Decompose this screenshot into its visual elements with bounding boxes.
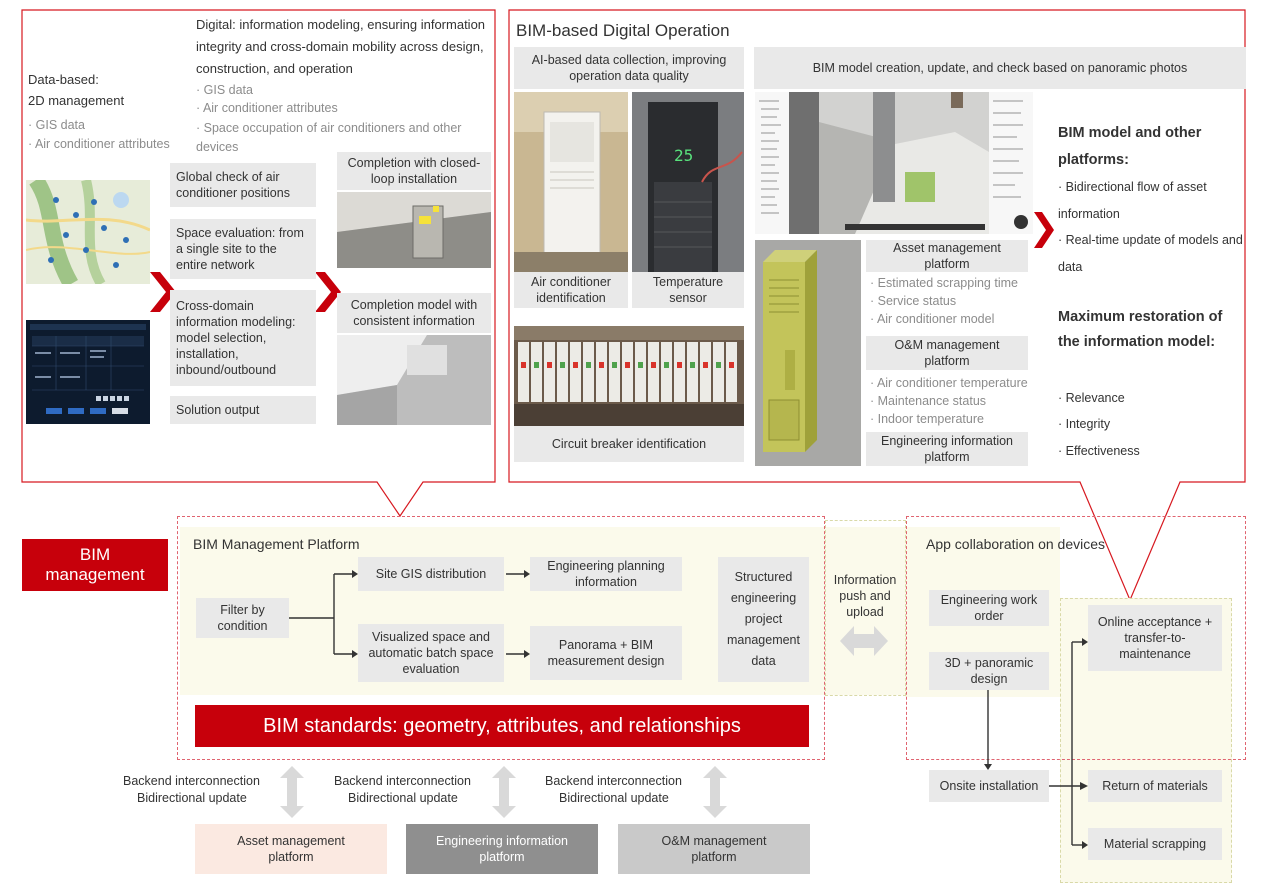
dark-table-image xyxy=(26,320,150,424)
temperature-readout: 25 xyxy=(674,146,694,165)
backend-label-3b: Bidirectional update xyxy=(559,791,669,805)
ai-data-collection-box: AI-based data collection, improving oper… xyxy=(514,47,744,89)
step-global-check: Global check of air conditioner position… xyxy=(170,163,316,207)
asset-management-platform: Asset management platform xyxy=(195,824,387,874)
bim-standards-bar: BIM standards: geometry, attributes, and… xyxy=(195,705,809,747)
completion-model: Completion model with consistent informa… xyxy=(337,293,491,333)
onsite-installation-box: Onsite installation xyxy=(929,770,1049,802)
step-space-evaluation: Space evaluation: from a single site to … xyxy=(170,219,316,279)
air-conditioner-photo xyxy=(514,92,628,272)
platform-connectors xyxy=(289,570,530,658)
engineering-information-platform-box: Engineering information platform xyxy=(866,432,1028,466)
bim-other-item-update: · Real-time update of models and data xyxy=(1058,233,1243,274)
vertical-double-arrow-icon xyxy=(492,766,516,818)
circuit-breaker-label: Circuit breaker identification xyxy=(514,426,744,462)
om-management-platform: O&M management platform xyxy=(618,824,810,874)
asset-item-model: · Air conditioner model xyxy=(870,312,995,326)
asset-item-scrapping: · Estimated scrapping time xyxy=(870,276,1018,290)
chevron-right-icon xyxy=(315,272,341,312)
completion-model-image xyxy=(337,335,491,425)
om-item-temperature: · Air conditioner temperature xyxy=(870,376,1028,390)
bim-other-platforms-heading: BIM model and other platforms: xyxy=(1058,125,1202,168)
vertical-double-arrow-icon xyxy=(280,766,304,818)
temperature-sensor-label: Temperature sensor xyxy=(632,272,744,308)
double-arrow-icon xyxy=(840,626,888,656)
bim-platform-dashed-frame xyxy=(177,516,825,760)
vertical-double-arrow-icon xyxy=(703,766,727,818)
max-item-integrity: · Integrity xyxy=(1058,417,1111,431)
max-item-effectiveness: · Effectiveness xyxy=(1058,444,1140,458)
installation-photo xyxy=(337,192,491,268)
return-materials-box: Return of materials xyxy=(1088,770,1222,802)
om-item-maintenance: · Maintenance status xyxy=(870,394,987,408)
app-flow-connectors xyxy=(984,638,1088,849)
info-push-dashed-frame xyxy=(825,520,906,696)
circuit-breaker-photo xyxy=(514,326,744,426)
data-item-gis: · GIS data xyxy=(28,118,85,132)
app-collaboration-dashed-frame xyxy=(906,516,1246,760)
bim-management-label: BIM management xyxy=(22,539,168,591)
ac-3d-model-image xyxy=(755,240,861,466)
step-cross-domain: Cross-domain information modeling: model… xyxy=(170,290,316,386)
om-management-platform-box: O&M management platform xyxy=(866,336,1028,370)
backend-label-2b: Bidirectional update xyxy=(348,791,458,805)
material-scrapping-box: Material scrapping xyxy=(1088,828,1222,860)
bim-other-item-flow: · Bidirectional flow of asset informatio… xyxy=(1058,180,1207,221)
data-heading-1: Data-based: xyxy=(28,72,99,87)
engineering-work-order-box: Engineering work order xyxy=(929,590,1049,626)
3d-panoramic-design-box: 3D + panoramic design xyxy=(929,652,1049,690)
structured-data-box: Structured engineering project managemen… xyxy=(718,557,809,682)
gis-map-image xyxy=(26,180,150,284)
right-panel-title: BIM-based Digital Operation xyxy=(516,21,730,40)
panorama-bim-box: Panorama + BIM measurement design xyxy=(530,626,682,680)
completion-closed-loop: Completion with closed-loop installation xyxy=(337,152,491,190)
site-gis-box: Site GIS distribution xyxy=(358,557,504,591)
backend-label-2a: Backend interconnection xyxy=(334,774,471,788)
chevron-right-icon xyxy=(1034,212,1054,248)
engineering-information-platform: Engineering information platform xyxy=(406,824,598,874)
maximum-restoration-heading: Maximum restoration of the information m… xyxy=(1058,309,1223,350)
digital-heading: Digital: information modeling, ensuring … xyxy=(196,17,486,76)
bim-panorama-image xyxy=(755,92,1033,234)
visualized-space-box: Visualized space and automatic batch spa… xyxy=(358,624,504,682)
data-item-ac: · Air conditioner attributes xyxy=(28,137,170,151)
backend-label-1a: Backend interconnection xyxy=(123,774,260,788)
data-heading-2: 2D management xyxy=(28,93,125,108)
bim-platform-title: BIM Management Platform xyxy=(193,536,360,552)
filter-by-condition-box: Filter by condition xyxy=(196,598,289,638)
backend-label-1b: Bidirectional update xyxy=(137,791,247,805)
step-solution-output: Solution output xyxy=(170,396,316,424)
digital-item-ac: · Air conditioner attributes xyxy=(196,101,338,115)
temperature-sensor-photo: 25 xyxy=(632,92,744,272)
engineering-planning-box: Engineering planning information xyxy=(530,557,682,591)
digital-item-gis: · GIS data xyxy=(196,83,253,97)
max-item-relevance: · Relevance xyxy=(1058,391,1125,405)
asset-management-platform-box: Asset management platform xyxy=(866,240,1028,272)
online-acceptance-box: Online acceptance + transfer-to-maintena… xyxy=(1088,605,1222,671)
bim-model-update-box: BIM model creation, update, and check ba… xyxy=(754,47,1246,89)
app-collaboration-title: App collaboration on devices xyxy=(926,536,1106,552)
backend-label-3a: Backend interconnection xyxy=(545,774,682,788)
asset-item-service: · Service status xyxy=(870,294,957,308)
om-item-indoor: · Indoor temperature xyxy=(870,412,984,426)
digital-item-space: · Space occupation of air conditioners a… xyxy=(196,121,462,154)
info-push-label: Information push and upload xyxy=(833,573,897,619)
ac-identification-label: Air conditioner identification xyxy=(514,272,628,308)
